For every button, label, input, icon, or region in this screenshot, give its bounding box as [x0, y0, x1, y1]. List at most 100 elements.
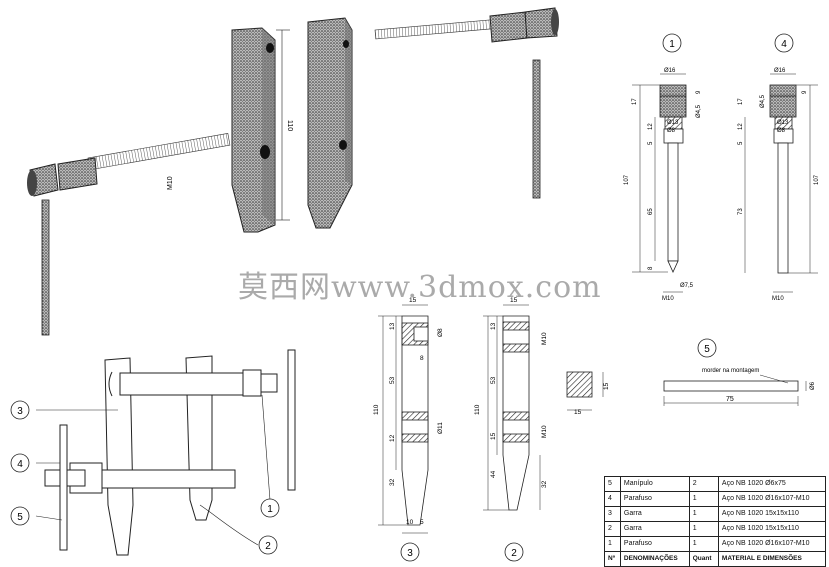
v1-d13: Ø13 — [667, 120, 679, 126]
view-5-label: 5 — [704, 344, 710, 355]
screw-view-4 — [744, 73, 818, 293]
screw-view-1 — [632, 73, 687, 293]
bom-n: 3 — [604, 506, 621, 522]
bom-header-qty: Quant — [688, 551, 719, 567]
bom-material: Aço NB 1020 15x15x110 — [717, 521, 827, 537]
bill-of-materials: 5 Manípulo 2 Aço NB 1020 Ø6x75 4 Parafus… — [604, 476, 827, 567]
v2-w15: 15 — [510, 297, 518, 304]
view-4-label: 4 — [781, 39, 787, 50]
v3-w8: 8 — [420, 355, 424, 362]
v2-h15: 15 — [490, 432, 497, 440]
v1-d75: Ø7,5 — [680, 283, 694, 289]
v3-w10: 10 — [406, 519, 414, 526]
v2-m10-bottom: M10 — [541, 425, 548, 438]
jaw-height-label: 110 — [286, 120, 293, 131]
jaw-section — [566, 371, 604, 411]
section-h: 15 — [603, 382, 610, 390]
v3-d11: Ø11 — [437, 422, 444, 434]
v1-m10: M10 — [662, 296, 674, 302]
bom-header-material: MATERIAL E DIMENSÕES — [717, 551, 827, 567]
bom-row: 5 Manípulo 2 Aço NB 1020 Ø6x75 — [604, 476, 827, 492]
bom-qty: 1 — [688, 491, 719, 507]
bom-n: 2 — [604, 521, 621, 537]
v2-h44: 44 — [490, 470, 497, 478]
bom-qty: 2 — [688, 476, 719, 492]
view-3-label: 3 — [407, 548, 413, 559]
bom-row: 1 Parafuso 1 Aço NB 1020 Ø16x107-M10 — [604, 536, 827, 552]
bom-name: Manípulo — [619, 476, 690, 492]
handle-view-5 — [663, 374, 807, 406]
bom-header-n: Nº — [604, 551, 621, 567]
bom-name: Garra — [619, 506, 690, 522]
bom-qty: 1 — [688, 506, 719, 522]
handle-dia: Ø6 — [810, 381, 816, 390]
v1-total: 107 — [624, 174, 630, 185]
bom-qty: 1 — [688, 536, 719, 552]
v4-d45: Ø4,5 — [760, 94, 766, 108]
jaw-view-2 — [483, 304, 541, 511]
v4-dia-top: Ø16 — [774, 68, 786, 74]
v4-h73: 73 — [738, 208, 744, 215]
balloon-2: 2 — [265, 541, 271, 552]
v1-h8: 8 — [648, 266, 654, 270]
balloon-1: 1 — [267, 504, 273, 515]
v3-h13: 13 — [389, 322, 396, 330]
v1-h9: 9 — [696, 90, 702, 94]
view-2-label: 2 — [511, 548, 517, 559]
bom-material: Aço NB 1020 Ø16x107-M10 — [717, 536, 827, 552]
section-w: 15 — [574, 409, 582, 416]
v4-d8: Ø8 — [777, 128, 786, 134]
bom-material: Aço NB 1020 Ø16x107-M10 — [717, 491, 827, 507]
v4-h12: 12 — [738, 123, 744, 130]
v3-h32: 32 — [389, 478, 396, 486]
handle-length: 75 — [726, 396, 734, 403]
assembly-view — [44, 349, 296, 556]
v1-h65: 65 — [648, 208, 654, 215]
v3-w5: 5 — [420, 519, 424, 526]
v1-h5: 5 — [648, 141, 654, 145]
v3-d8: Ø8 — [437, 328, 444, 337]
bom-row: 3 Garra 1 Aço NB 1020 15x15x110 — [604, 506, 827, 522]
v1-h17: 17 — [632, 98, 638, 105]
v4-h5: 5 — [738, 141, 744, 145]
bom-name: Parafuso — [619, 536, 690, 552]
jaw-view-3 — [378, 304, 429, 534]
balloon-5: 5 — [17, 512, 23, 523]
v4-h9: 9 — [802, 90, 808, 94]
bom-header: Nº DENOMINAÇÕES Quant MATERIAL E DIMENSÕ… — [604, 551, 827, 567]
v1-h12: 12 — [648, 123, 654, 130]
bom-row: 2 Garra 1 Aço NB 1020 15x15x110 — [604, 521, 827, 537]
watermark: 莫西网www.3dmox.com — [238, 270, 602, 305]
v1-d8: Ø8 — [667, 128, 676, 134]
thread-label: M10 — [167, 176, 174, 190]
v1-d45: Ø4,5 — [696, 104, 702, 118]
bom-name: Parafuso — [619, 491, 690, 507]
bom-material: Aço NB 1020 Ø6x75 — [717, 476, 827, 492]
bom-material: Aço NB 1020 15x15x110 — [717, 506, 827, 522]
balloon-3: 3 — [17, 406, 23, 417]
v3-w15: 15 — [409, 297, 417, 304]
v2-total: 110 — [474, 404, 481, 415]
v3-h53: 53 — [389, 376, 396, 384]
v3-total: 110 — [373, 404, 380, 415]
bom-name: Garra — [619, 521, 690, 537]
leader-lines — [35, 394, 271, 546]
v4-h17: 17 — [738, 98, 744, 105]
part-balloons — [10, 33, 794, 562]
bom-n: 1 — [604, 536, 621, 552]
bom-n: 5 — [604, 476, 621, 492]
v3-h12: 12 — [389, 434, 396, 442]
v2-m10-top: M10 — [541, 332, 548, 345]
bom-header-name: DENOMINAÇÕES — [619, 551, 690, 567]
bom-n: 4 — [604, 491, 621, 507]
v2-h53: 53 — [490, 376, 497, 384]
v2-h32: 32 — [541, 480, 548, 488]
handle-note: morder na montagem — [702, 368, 759, 374]
v4-total: 107 — [814, 174, 820, 185]
v4-d13: Ø13 — [777, 120, 789, 126]
bom-row: 4 Parafuso 1 Aço NB 1020 Ø16x107-M10 — [604, 491, 827, 507]
exploded-view — [27, 7, 559, 336]
v2-h13: 13 — [490, 322, 497, 330]
v4-m10: M10 — [772, 296, 784, 302]
